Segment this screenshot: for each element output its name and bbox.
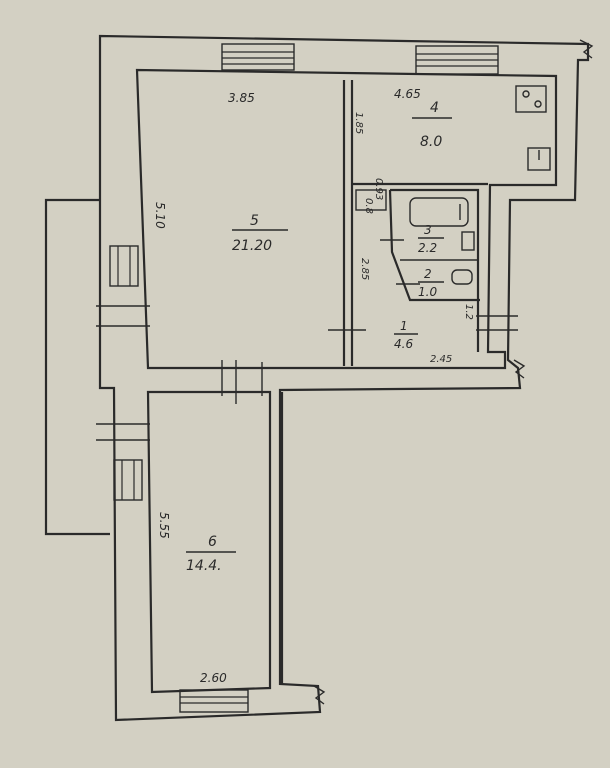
stove-burner-1: [522, 90, 530, 98]
dim-bath-small-b: 0.8: [363, 198, 374, 214]
room4-area: 8.0: [420, 134, 442, 150]
dim-room4-top: 4.65: [394, 87, 421, 101]
dim-room6-left: 5.55: [157, 512, 171, 539]
dim-hall-left: 2.85: [359, 258, 370, 280]
break-mark-right: [513, 359, 526, 379]
room5-area: 21.20: [232, 238, 272, 254]
dim-bath-small-a: 0.93: [373, 178, 384, 200]
bathtub-icon: [409, 197, 469, 227]
bath-block-right: [390, 188, 480, 352]
sink-icon: [461, 231, 475, 251]
window-top-left: [221, 43, 295, 71]
break-mark-top: [579, 39, 594, 59]
window-top-right: [415, 45, 499, 75]
room2-number: 2: [424, 267, 432, 281]
window-left-lower: [113, 459, 143, 501]
room6-number: 6: [208, 534, 217, 550]
room6-inner-wall: [146, 390, 272, 694]
closet-box: [355, 189, 387, 211]
room3-number: 3: [424, 223, 432, 237]
room3-area: 2.2: [418, 241, 437, 255]
dim-room5-left: 5.10: [153, 202, 167, 229]
room1-area: 4.6: [394, 337, 413, 351]
toilet-icon: [451, 269, 473, 285]
stove-burner-2: [534, 100, 542, 108]
room1-number: 1: [400, 319, 408, 333]
outer-wall-outer: [98, 34, 590, 722]
outer-wall-inner: [135, 68, 558, 370]
room4-number: 4: [430, 100, 439, 116]
kitchen-sink-icon: [527, 147, 551, 171]
dim-room6-bottom: 2.60: [200, 671, 227, 685]
break-mark-bottom: [313, 685, 326, 705]
window-left-upper: [109, 245, 139, 287]
bath-block-left: [388, 189, 480, 302]
dim-room5-top: 3.85: [228, 91, 255, 105]
room5-number: 5: [250, 213, 259, 229]
window-bottom: [179, 689, 249, 713]
balcony-outline: [44, 198, 110, 536]
room6-area: 14.4.: [186, 558, 222, 574]
stove-icon: [515, 85, 547, 113]
dim-hall-bottom: 2.45: [430, 354, 452, 365]
dim-hall-right: 1.2: [463, 304, 474, 320]
dim-room4-left: 1.85: [353, 112, 364, 134]
room2-area: 1.0: [418, 285, 437, 299]
